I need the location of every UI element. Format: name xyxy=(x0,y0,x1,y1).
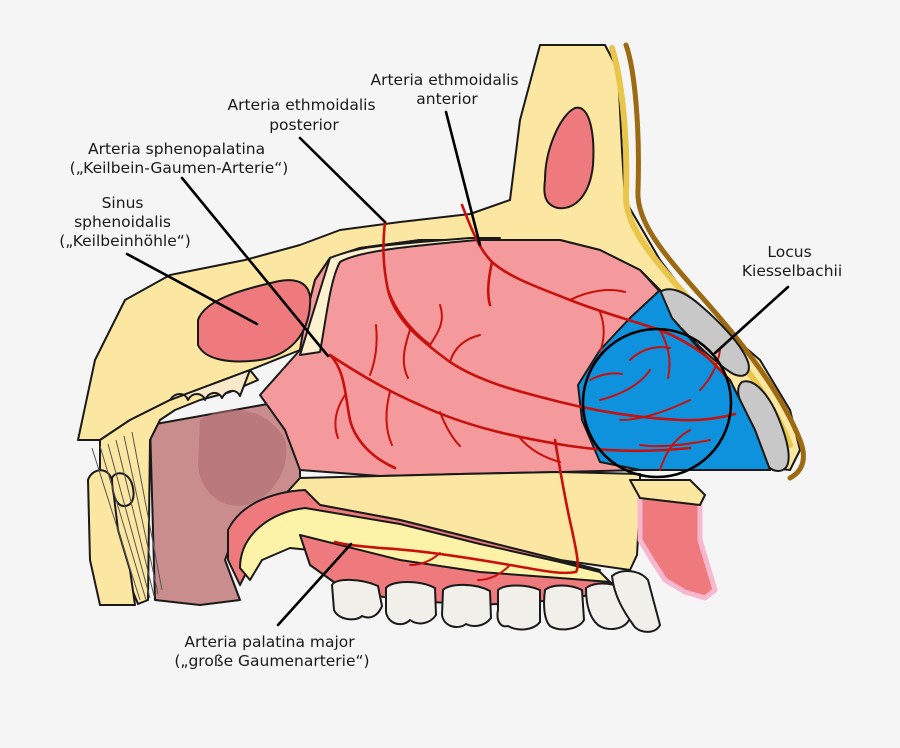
vertebra-upper xyxy=(87,469,136,606)
label-locus: Locus Kiesselbachii xyxy=(742,243,842,280)
adenoid-bumps xyxy=(169,369,251,401)
leader-ethmoid-posterior xyxy=(298,136,387,224)
tooth-4 xyxy=(496,584,541,631)
vertebra-knob xyxy=(111,472,135,507)
frontal-sinus xyxy=(543,106,595,210)
label-sphenopalatina: Arteria sphenopalatina („Keilbein-Gaumen… xyxy=(70,140,289,177)
artery-network xyxy=(328,203,737,581)
upper-lip xyxy=(637,485,718,601)
teeth xyxy=(331,570,661,633)
tooth-3 xyxy=(441,583,492,628)
pharynx-fibers xyxy=(91,431,163,601)
tooth-7 xyxy=(611,570,661,633)
leader-ethmoid-anterior xyxy=(444,110,482,247)
label-palatina: Arteria palatina major („große Gaumenart… xyxy=(174,633,369,670)
tooth-2 xyxy=(385,581,437,626)
label-ethmoid-anterior: Arteria ethmoidalis anterior xyxy=(371,71,524,108)
nose-skin-outer xyxy=(623,42,806,481)
label-ethmoid-posterior: Arteria ethmoidalis posterior xyxy=(228,96,381,134)
leader-palatina xyxy=(276,542,353,627)
tooth-5 xyxy=(543,584,585,631)
tooth-1 xyxy=(331,578,383,621)
nose-skin-inner xyxy=(609,45,793,448)
leader-locus xyxy=(713,285,790,355)
leader-sinus xyxy=(125,252,259,326)
lip-fold xyxy=(629,479,706,506)
adenoid-shadow xyxy=(198,409,287,506)
label-sinus: Sinus sphenoidalis („Keilbeinhöhle“) xyxy=(59,194,191,250)
sphenoid-bone-inner xyxy=(299,237,501,356)
kiesselbach-circle xyxy=(581,327,733,479)
leader-sphenopalatina xyxy=(180,176,330,358)
